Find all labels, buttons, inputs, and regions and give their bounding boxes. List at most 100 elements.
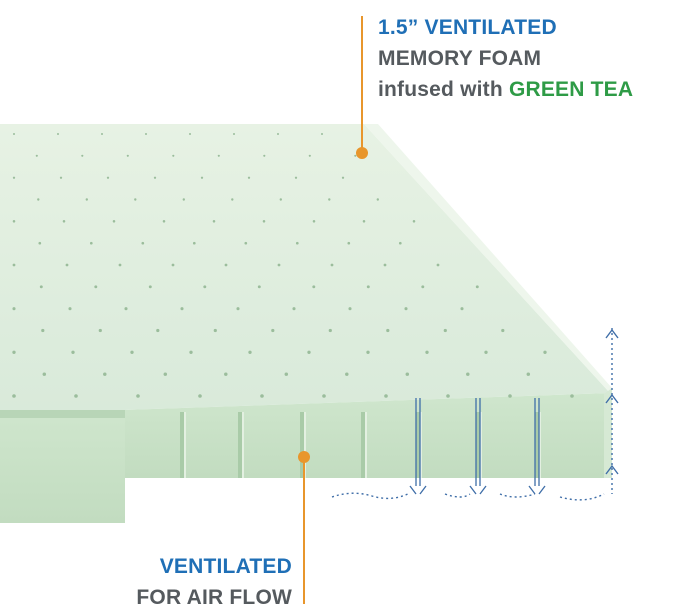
- pore: [68, 307, 72, 311]
- pore: [224, 263, 228, 267]
- foam-end-face: [604, 388, 612, 478]
- slit: [180, 412, 184, 478]
- airflow-arrows: [331, 328, 619, 501]
- slit-highlight: [480, 412, 482, 478]
- pore: [328, 328, 332, 333]
- pore: [508, 394, 512, 398]
- pore: [141, 241, 145, 245]
- pore: [81, 154, 84, 157]
- pore: [347, 241, 351, 245]
- pore: [321, 133, 323, 135]
- pore: [130, 350, 134, 354]
- pore: [118, 263, 122, 267]
- slit: [361, 412, 365, 478]
- pore: [212, 220, 216, 223]
- slit-highlight: [304, 412, 306, 478]
- pore: [484, 350, 488, 354]
- pore: [501, 328, 505, 333]
- slit: [300, 412, 304, 478]
- pore: [312, 220, 316, 223]
- pore: [348, 307, 352, 311]
- pore: [412, 220, 416, 223]
- pore: [292, 307, 296, 311]
- pore: [330, 263, 334, 267]
- pore: [341, 176, 345, 179]
- pore: [233, 133, 235, 135]
- pore: [41, 328, 45, 333]
- ventilation-pores: [12, 133, 574, 398]
- dotted-arrow-icon: [605, 328, 619, 339]
- pore: [354, 154, 357, 157]
- pore: [71, 350, 75, 354]
- pore: [148, 285, 152, 289]
- pore: [386, 328, 390, 333]
- pore: [404, 307, 408, 311]
- callout-top-line3: infused with GREEN TEA: [378, 74, 633, 105]
- pore: [307, 350, 311, 354]
- pore: [421, 285, 425, 289]
- pore: [257, 285, 261, 289]
- foam-top-surface: [0, 124, 610, 410]
- ventilation-slits: [180, 412, 541, 478]
- foam-right-edge: [364, 124, 612, 393]
- pore: [295, 241, 299, 245]
- pore: [106, 176, 110, 179]
- pore: [136, 394, 140, 398]
- pore: [65, 263, 69, 267]
- dotted-arrow-icon: [331, 492, 605, 501]
- pore: [262, 220, 266, 223]
- pore: [172, 154, 175, 157]
- pore: [247, 176, 251, 179]
- pore: [192, 241, 196, 245]
- pore: [103, 372, 107, 376]
- pore: [231, 198, 234, 201]
- pore: [526, 372, 531, 376]
- pore: [13, 133, 15, 135]
- orange-dot-icon: [356, 147, 368, 159]
- callout-memory-foam: 1.5” VENTILATED MEMORY FOAM infused with…: [378, 12, 633, 105]
- dotted-arrow-icon: [409, 485, 427, 495]
- dotted-arrow-icon: [528, 485, 546, 495]
- pore: [94, 285, 98, 289]
- pore: [59, 176, 63, 179]
- pore: [156, 328, 160, 333]
- pore: [38, 241, 42, 245]
- pore: [153, 176, 157, 179]
- pore: [475, 285, 479, 289]
- callout-top-line3-prefix: infused with: [378, 78, 509, 101]
- callout-ventilated: VENTILATED FOR AIR FLOW: [136, 551, 292, 613]
- slit-highlight: [420, 412, 422, 478]
- slit-highlight: [365, 412, 367, 478]
- pore: [466, 372, 470, 376]
- pore: [398, 241, 402, 245]
- pore: [425, 350, 429, 354]
- callout-top-line3-highlight: GREEN TEA: [508, 78, 634, 101]
- pore: [42, 372, 47, 376]
- pore: [200, 176, 204, 179]
- callout-top-line1: 1.5” VENTILATED: [378, 16, 557, 39]
- pore: [345, 372, 349, 376]
- pore: [145, 133, 147, 135]
- pore: [85, 198, 89, 201]
- pore: [277, 133, 279, 135]
- pore: [112, 220, 116, 223]
- slit-highlight: [242, 412, 244, 478]
- pore: [213, 328, 217, 333]
- pore: [12, 394, 16, 398]
- pore: [203, 285, 207, 289]
- pore: [37, 198, 40, 201]
- pore: [248, 350, 252, 354]
- pore: [279, 198, 282, 201]
- pore: [12, 263, 16, 267]
- pore: [328, 198, 331, 201]
- pore: [308, 154, 311, 157]
- pore: [263, 154, 266, 157]
- pore: [376, 198, 379, 201]
- slit: [476, 412, 480, 478]
- pore: [198, 394, 202, 398]
- pore: [570, 394, 574, 398]
- pore: [322, 394, 326, 398]
- callout-bottom-line1: VENTILATED: [159, 555, 292, 578]
- pore: [383, 263, 387, 267]
- slit-highlight: [184, 412, 186, 478]
